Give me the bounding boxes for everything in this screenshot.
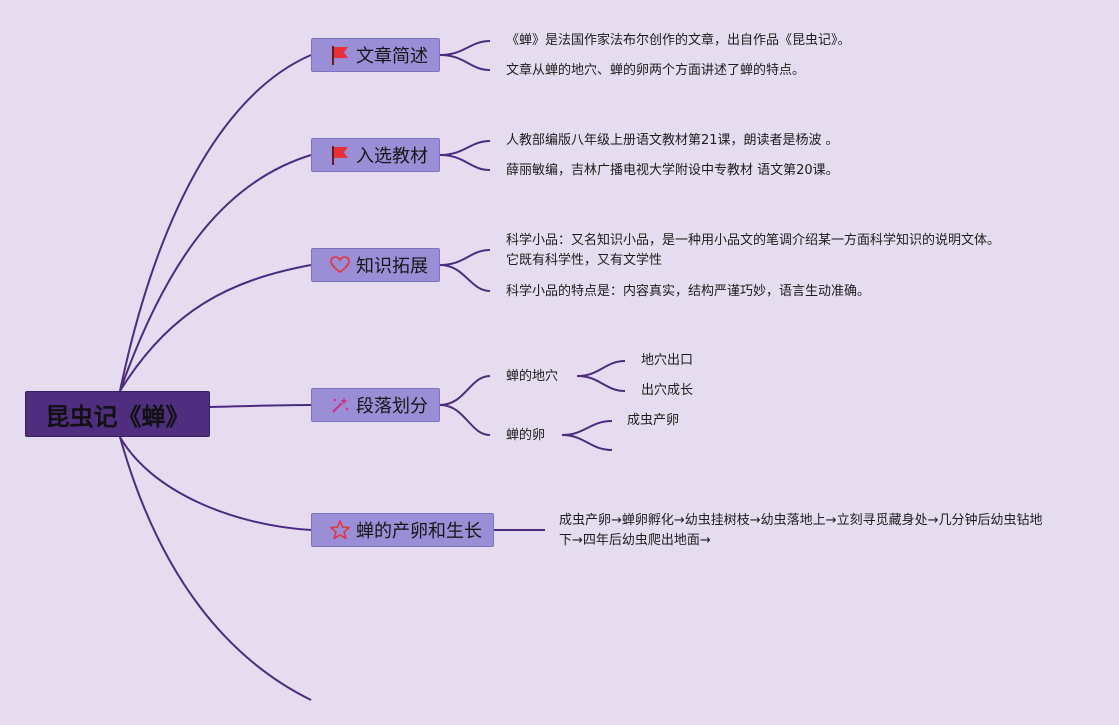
heart-outline-icon <box>330 256 350 274</box>
leaf-summary-1: 《蝉》是法国作家法布尔创作的文章，出自作品《昆虫记》。 <box>506 33 851 48</box>
root-to-branch-4 <box>209 404 312 408</box>
branch-summary-label: 文章简述 <box>356 46 428 67</box>
red-flag-icon <box>332 146 348 165</box>
branch-paragraphs[interactable]: 段落划分 <box>311 388 440 422</box>
star-outline-icon <box>329 520 351 540</box>
root-to-branch-2 <box>119 154 312 392</box>
branch-textbook[interactable]: 入选教材 <box>311 138 440 172</box>
leaf-lifecycle-1: 成虫产卵→蝉卵孵化→幼虫挂树枝→幼虫落地上→立刻寻觅藏身处→几分钟后幼虫钻地下→… <box>559 513 1043 548</box>
leaf-summary-2: 文章从蝉的地穴、蝉的卵两个方面讲述了蝉的特点。 <box>506 63 806 78</box>
root-to-branch-1 <box>119 54 312 392</box>
root-to-branch-5 <box>119 436 312 531</box>
leaf-eggs-1: 成虫产卵 <box>627 413 680 428</box>
root-to-empty-branch <box>119 436 312 701</box>
root-topic-label: 昆虫记《蝉》 <box>45 402 190 431</box>
branch-knowledge-label: 知识拓展 <box>356 256 428 277</box>
leaf-knowledge-2: 科学小品的特点是：内容真实，结构严谨巧妙，语言生动准确。 <box>506 284 871 299</box>
branch-lifecycle[interactable]: 蝉的产卵和生长 <box>311 513 494 547</box>
root-topic[interactable]: 昆虫记《蝉》 <box>25 391 210 437</box>
leaf-burrow-2: 出穴成长 <box>641 383 694 398</box>
leaf-burrow-1: 地穴出口 <box>641 353 694 368</box>
magic-wand-icon <box>332 397 349 413</box>
branch-summary[interactable]: 文章简述 <box>311 38 440 72</box>
leaf-knowledge-1: 科学小品：又名知识小品，是一种用小品文的笔调介绍某一方面科学知识的说明文体。它既… <box>506 233 1001 268</box>
root-to-branch-3 <box>119 264 312 392</box>
subtopic-eggs: 蝉的卵 <box>506 428 546 443</box>
leaf-textbook-1: 人教部编版八年级上册语文教材第21课，朗读者是杨波 。 <box>506 133 839 148</box>
branch-knowledge[interactable]: 知识拓展 <box>311 248 440 282</box>
leaf-textbook-2: 薛丽敏编，吉林广播电视大学附设中专教材 语文第20课。 <box>506 163 839 178</box>
branch-paragraphs-label: 段落划分 <box>356 396 428 417</box>
subtopic-burrow: 蝉的地穴 <box>506 369 559 384</box>
branch-textbook-label: 入选教材 <box>356 146 428 167</box>
branch-lifecycle-label: 蝉的产卵和生长 <box>356 521 482 542</box>
red-flag-icon <box>332 46 348 65</box>
